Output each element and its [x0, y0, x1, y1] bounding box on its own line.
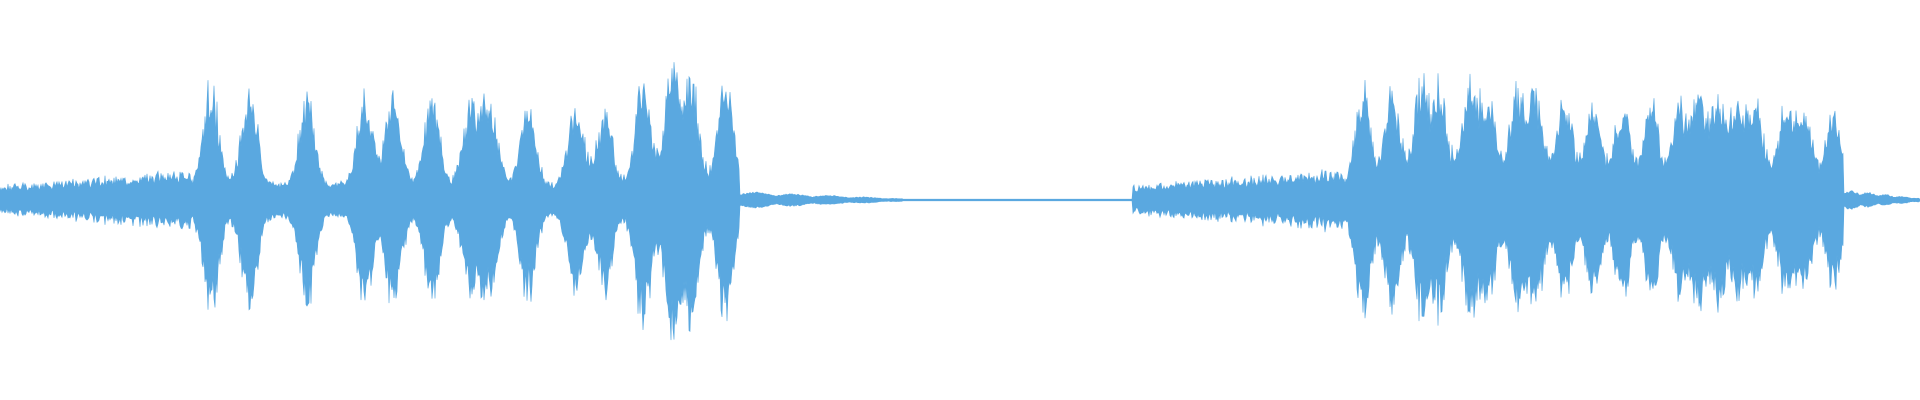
waveform-path — [0, 62, 1920, 341]
